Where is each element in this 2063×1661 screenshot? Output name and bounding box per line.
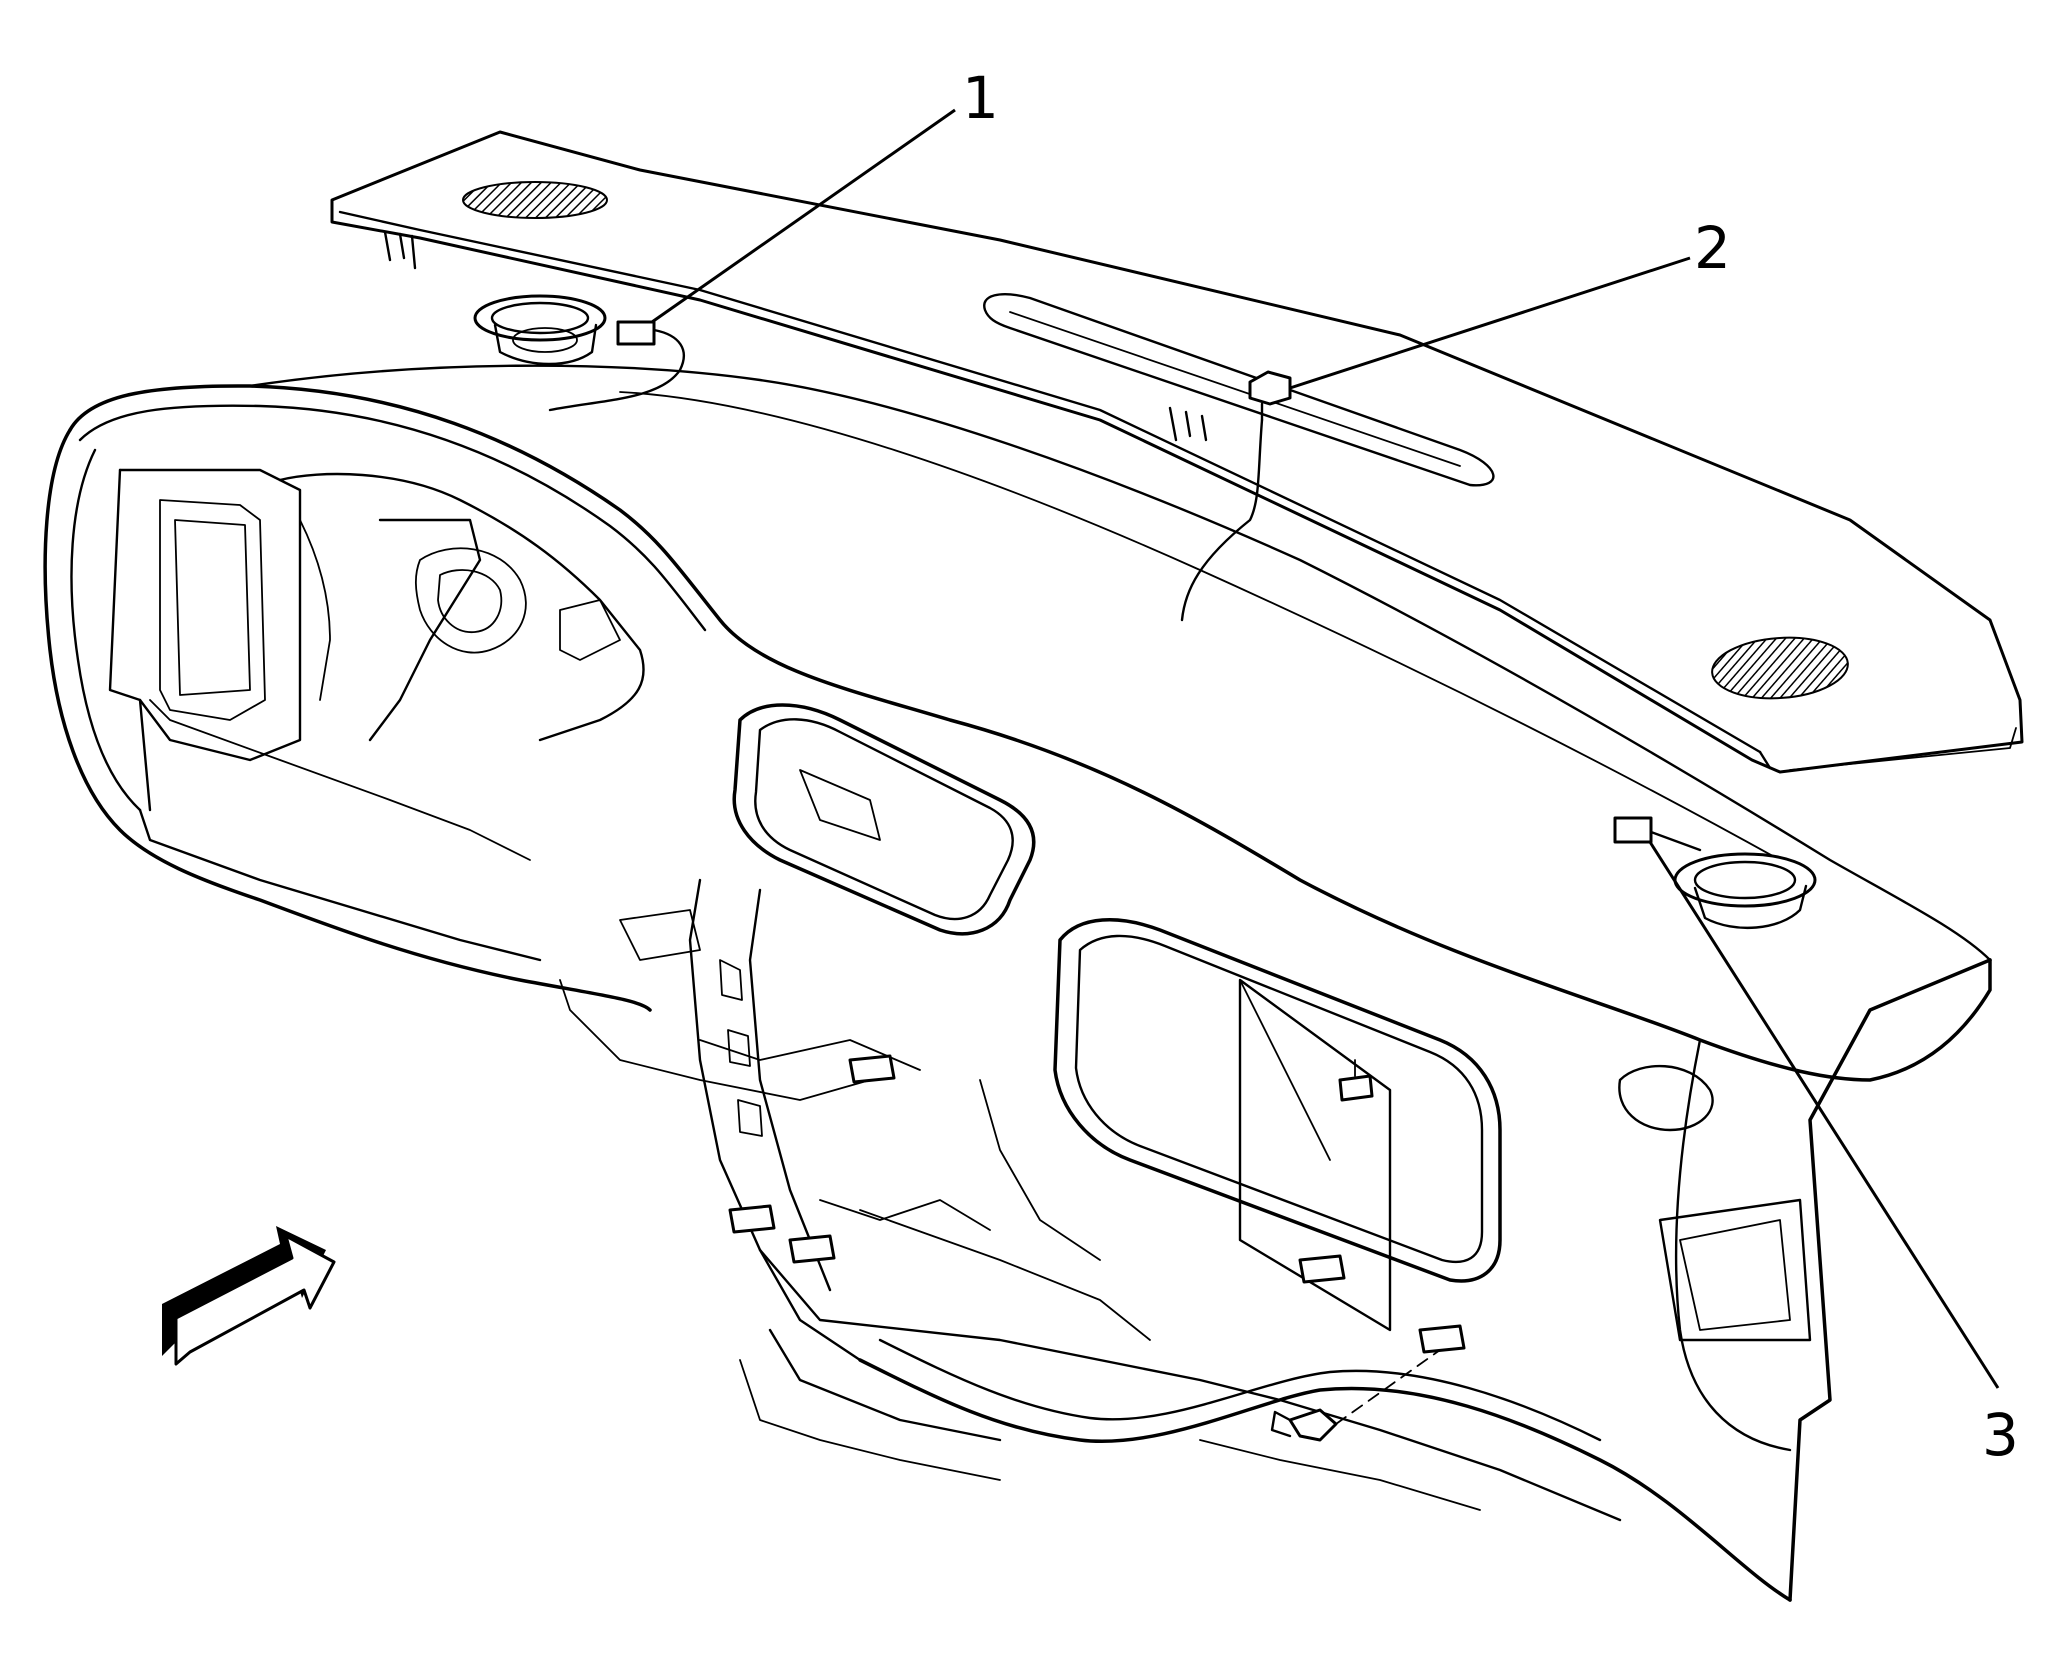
upper-trim-panel (330, 130, 2024, 774)
left-speaker (473, 294, 607, 366)
view-direction-arrow (162, 1226, 336, 1366)
callout-leader-3 (1648, 841, 2000, 1389)
callout-leader-1 (651, 108, 956, 324)
left-speaker-connector (548, 320, 685, 412)
callout-leaders (651, 108, 2000, 1389)
right-speaker-connector (1613, 816, 1702, 852)
callout-label-3: 3 (1982, 1401, 2019, 1469)
wire-harness (559, 979, 1466, 1442)
callout-label-2: 2 (1694, 214, 1731, 282)
callout-label-1: 1 (962, 64, 999, 132)
callout-leader-2 (1289, 256, 1691, 390)
instrument-panel-body (43, 364, 1992, 1602)
